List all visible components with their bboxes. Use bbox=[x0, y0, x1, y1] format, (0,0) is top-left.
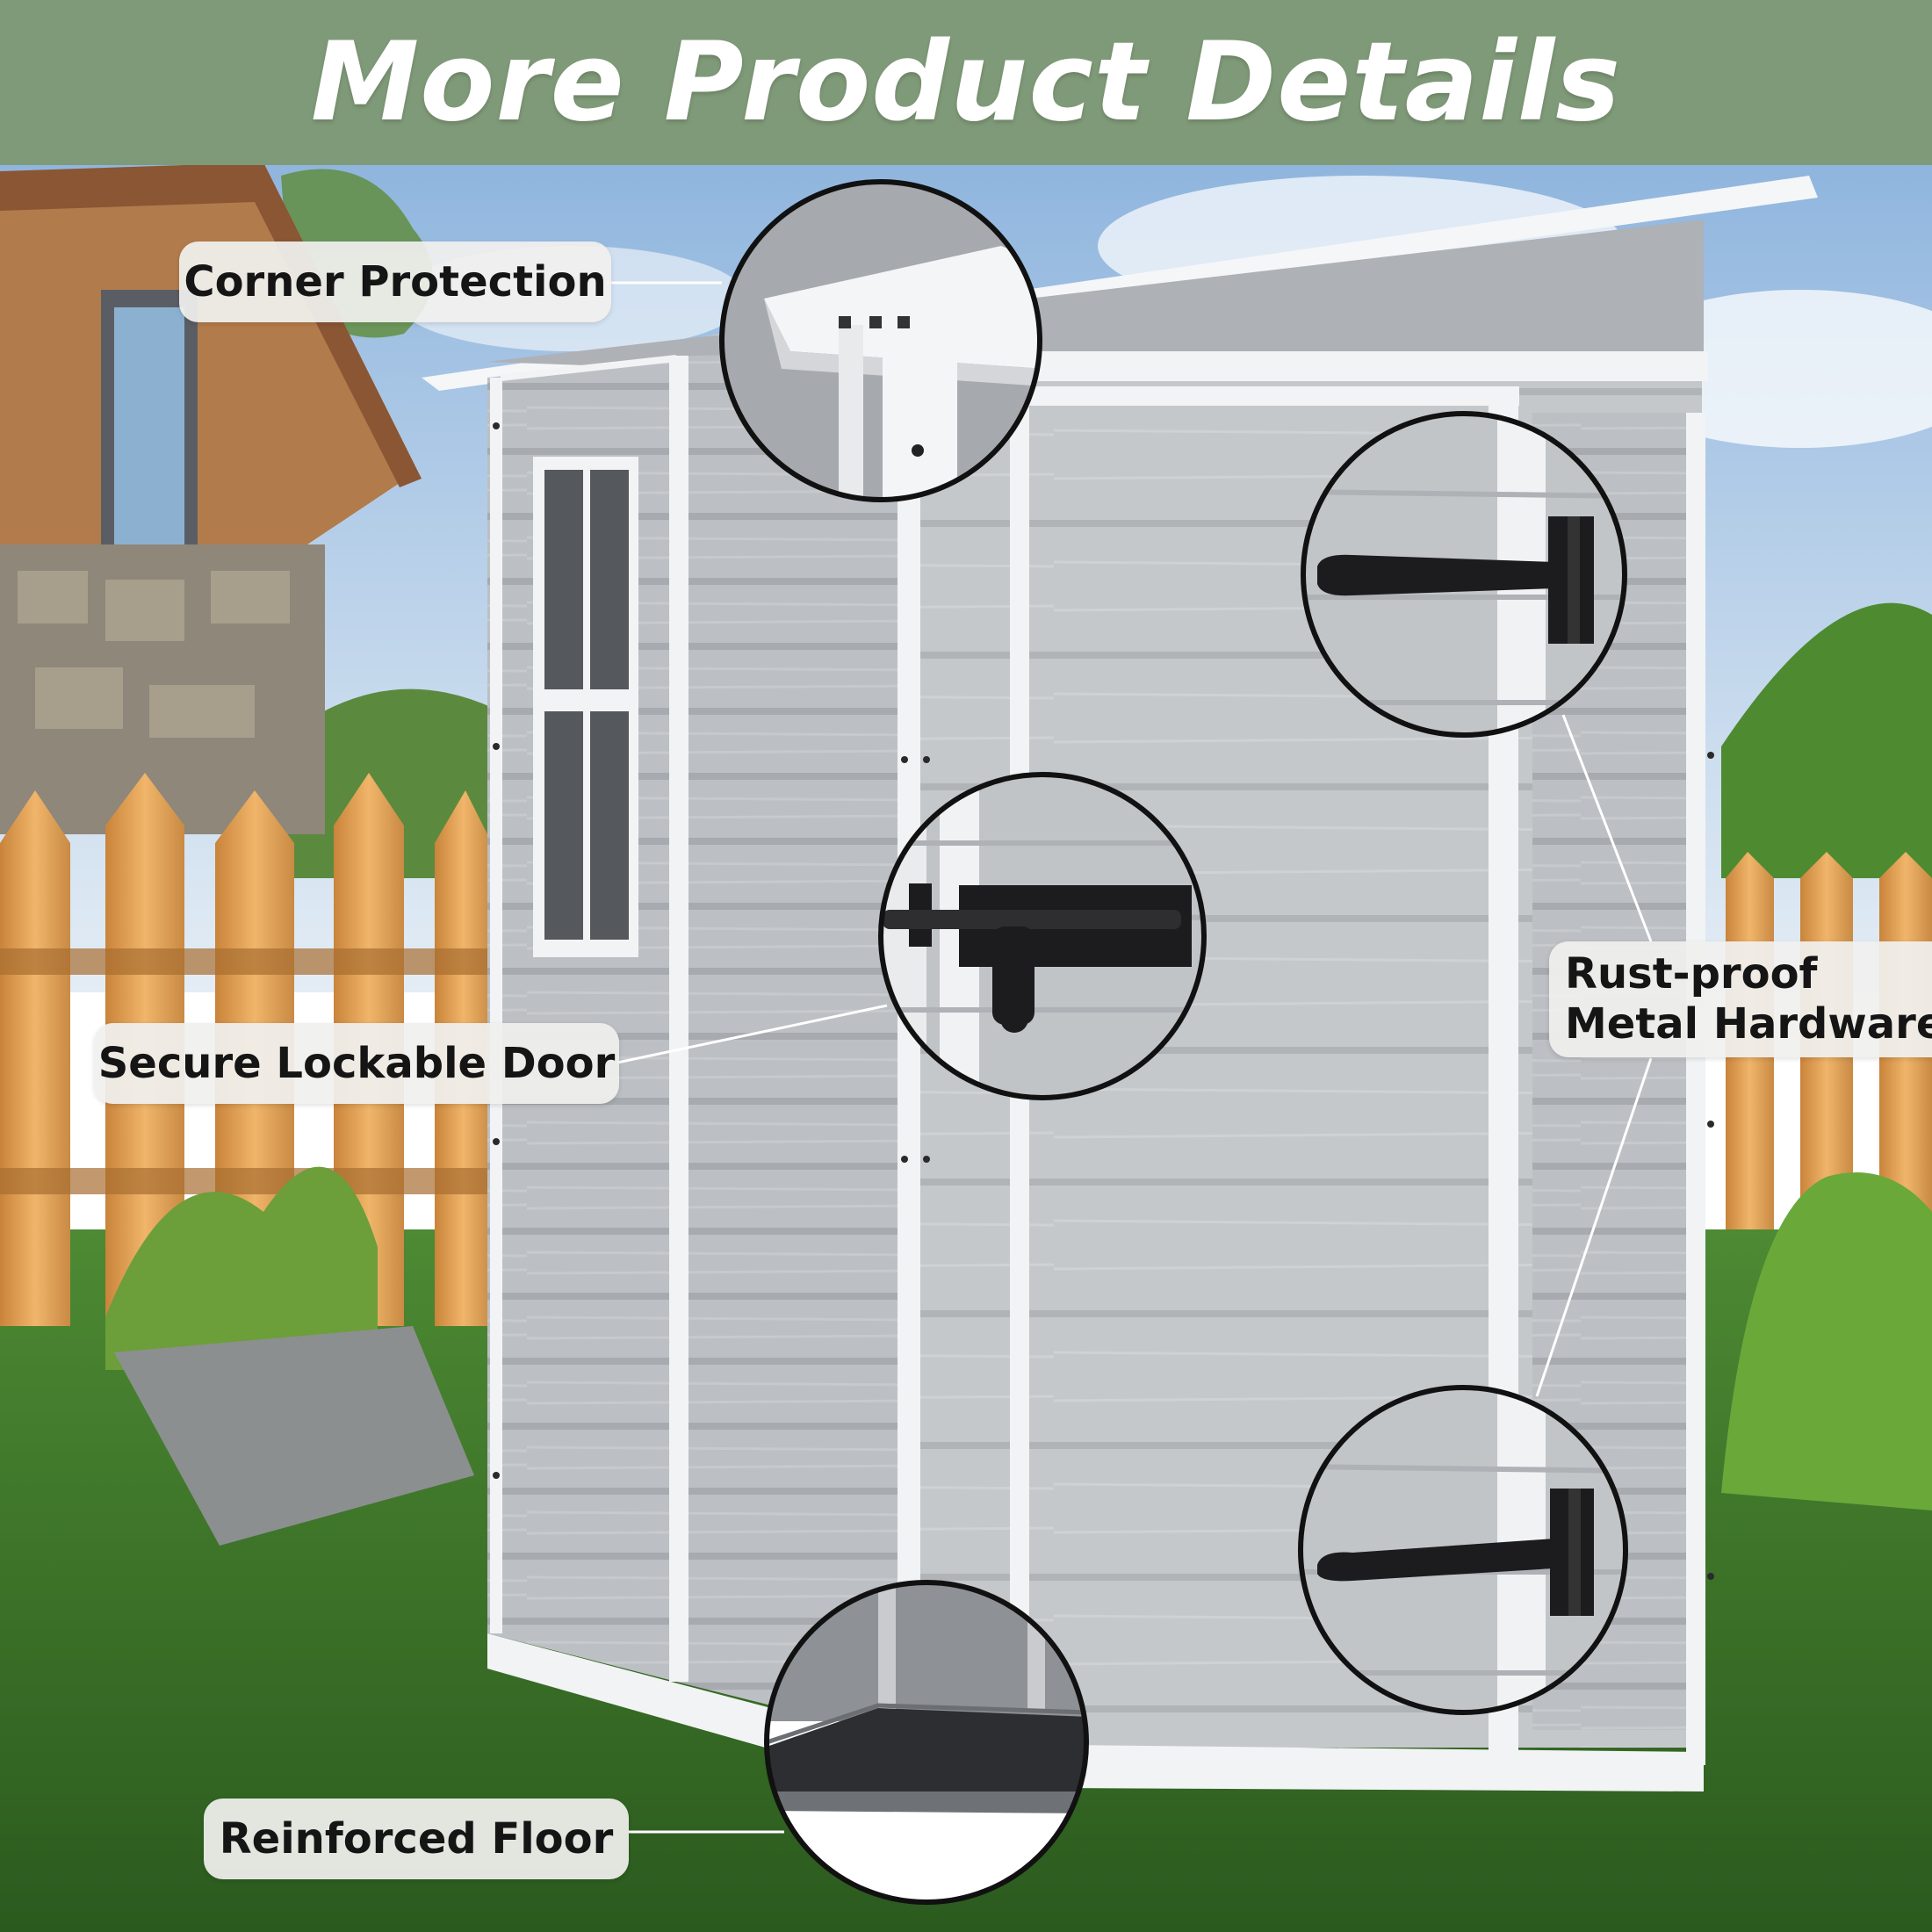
callout-reinforced-floor-label: Reinforced Floor bbox=[219, 1814, 614, 1864]
callout-secure-lockable-door: Secure Lockable Door bbox=[94, 1023, 619, 1104]
bottom-hinge-detail bbox=[1298, 1385, 1628, 1715]
callout-leader-lines bbox=[606, 281, 1653, 1834]
stone bbox=[114, 1326, 474, 1546]
callout-corner-protection: Corner Protection bbox=[179, 242, 611, 322]
green-bush bbox=[1721, 1172, 1932, 1510]
title-banner: More Product Details bbox=[0, 0, 1932, 165]
page-title: More Product Details bbox=[310, 19, 1622, 146]
callout-rust-proof-hardware: Rust-proof Metal Hardware bbox=[1549, 941, 1932, 1057]
top-hinge-detail bbox=[1301, 411, 1627, 738]
wooden-fence-left bbox=[0, 773, 492, 1326]
callout-rust-proof-line1: Rust-proof bbox=[1565, 949, 1818, 999]
callout-rust-proof-line2: Metal Hardware bbox=[1565, 999, 1932, 1049]
callout-corner-protection-label: Corner Protection bbox=[184, 257, 607, 306]
callout-secure-lockable-door-label: Secure Lockable Door bbox=[97, 1039, 616, 1088]
corner-protection-detail bbox=[719, 179, 1042, 502]
wooden-house bbox=[0, 162, 422, 834]
callout-reinforced-floor: Reinforced Floor bbox=[204, 1799, 629, 1879]
